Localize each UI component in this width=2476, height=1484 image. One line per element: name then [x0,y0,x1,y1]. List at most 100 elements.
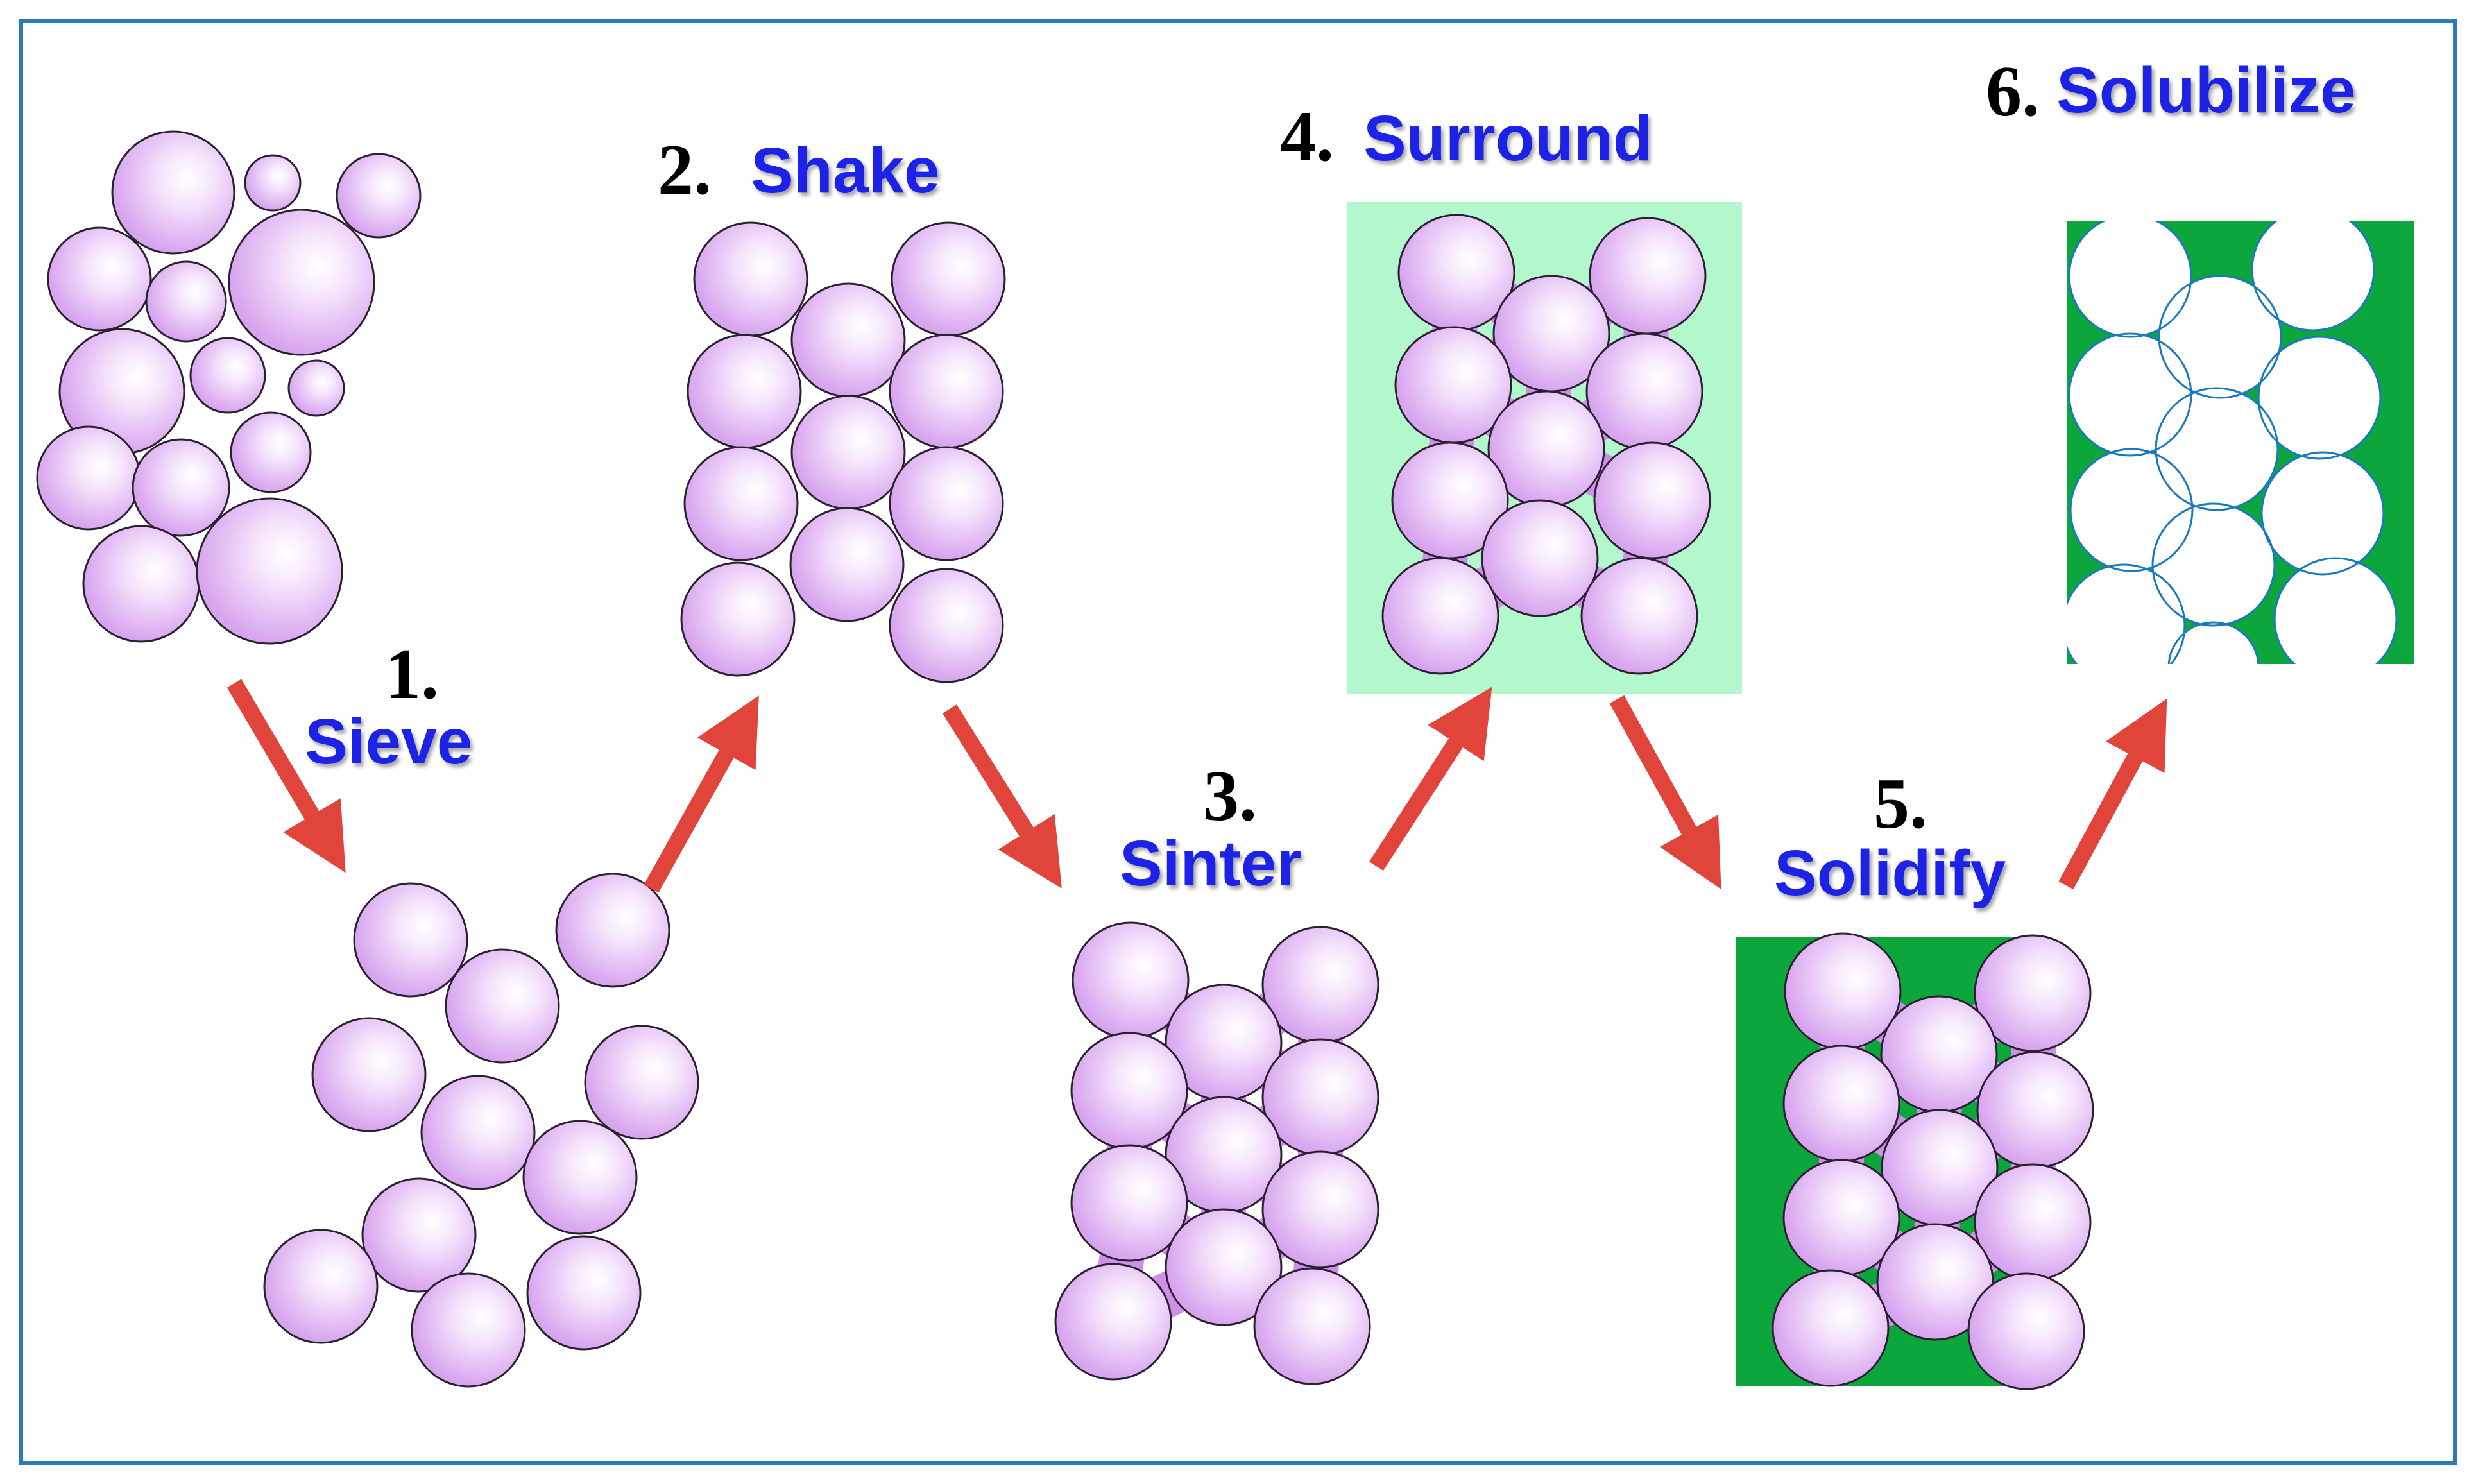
particle [411,1272,526,1388]
solidified-particles [1772,932,2094,1390]
particle [1974,1163,2092,1281]
arrow-sinter [942,704,1062,889]
shaken-particles [680,221,1006,683]
sintered-particles [1054,921,1379,1385]
pore-edge [2251,221,2375,332]
pore-edge [2260,451,2385,576]
particle [47,226,152,332]
sieved-particles [263,873,699,1388]
surrounded-particles [1381,214,1711,675]
process-arrows [226,679,2167,893]
step-3-word: Sinter [1120,828,1301,900]
particle [82,525,200,643]
pore-edge [2069,448,2194,572]
particle [111,130,235,255]
particle [891,221,1006,337]
particle [361,1177,477,1293]
arrow-solubilize [2058,698,2167,890]
particle [1253,1267,1371,1385]
pore-edge [2257,336,2382,460]
particle [230,411,312,493]
particle [1784,932,1902,1050]
particle [789,507,905,622]
particle [1967,1272,2085,1390]
scaffold-body [2067,221,2414,664]
pore-edge [2068,221,2192,338]
particle [555,873,670,988]
particle [1070,1144,1188,1262]
step-1-word: Sieve [305,706,472,778]
step-1-label: 1. Sieve [305,635,472,778]
particle [336,153,422,239]
pore-edge [2167,621,2260,664]
step-4-word: Surround [1363,103,1652,175]
particle [244,154,302,212]
particle [1876,1223,1994,1341]
step-2-word: Shake [751,135,940,207]
particle [1585,332,1703,450]
particle [889,568,1004,683]
particle [311,1017,427,1132]
particle [145,260,227,343]
arrow-shake [644,695,759,893]
particle [584,1025,699,1140]
particle [36,425,141,531]
particle [420,1075,536,1190]
particle [1580,557,1698,675]
particle [353,882,468,998]
particle [1070,1032,1188,1150]
particle [1593,441,1711,559]
particle [189,337,266,414]
particle [1261,926,1379,1044]
particle [889,334,1004,449]
particle [287,359,345,417]
particle [526,1235,642,1351]
particle [196,497,343,645]
particle [889,446,1004,561]
step-2-label: 2. Shake [658,130,940,210]
step-5-number: 5. [1874,764,1927,844]
pore-edge [2158,275,2282,399]
particle [263,1229,379,1344]
arrow-solidify [1609,695,1721,890]
pore-edge [2273,557,2398,664]
step-6-word: Solubilize [2056,55,2356,126]
particle [693,221,808,337]
particle [1772,1269,1890,1387]
step-6-label: 6. Solubilize [1986,52,2356,132]
particle [1974,934,2092,1052]
particle [683,446,799,561]
arrow-surround [1369,687,1492,871]
step-5-label: 5. Solidify [1774,764,2006,909]
step-6-number: 6. [1986,52,2040,132]
particle [1165,1208,1283,1326]
particle [132,438,230,537]
particle [522,1120,638,1235]
step-3-label: 3. Sinter [1120,756,1301,900]
arrow-sieve [226,679,346,873]
particle [687,334,802,449]
particle [790,282,906,398]
particle [228,209,375,356]
step-3-number: 3. [1203,756,1257,836]
particle [790,395,906,510]
solubilize-scaffold [2067,221,2414,664]
particle [680,561,796,677]
pore-edge [2155,387,2279,511]
step-2-number: 2. [658,130,712,210]
raw-particles [36,130,422,645]
particle [1782,1045,1900,1163]
particle [1261,1038,1379,1156]
pore-edge [2067,563,2186,664]
particle [1381,557,1499,675]
step-4-number: 4. [1280,97,1334,176]
particle [445,948,560,1064]
pore-edge [2151,502,2276,627]
step-1-number: 1. [385,635,439,714]
particle [1054,1263,1172,1381]
particle [1261,1150,1379,1268]
step-5-word: Solidify [1774,837,2006,909]
particle [1481,499,1599,617]
step-4-label: 4. Surround [1280,97,1652,176]
